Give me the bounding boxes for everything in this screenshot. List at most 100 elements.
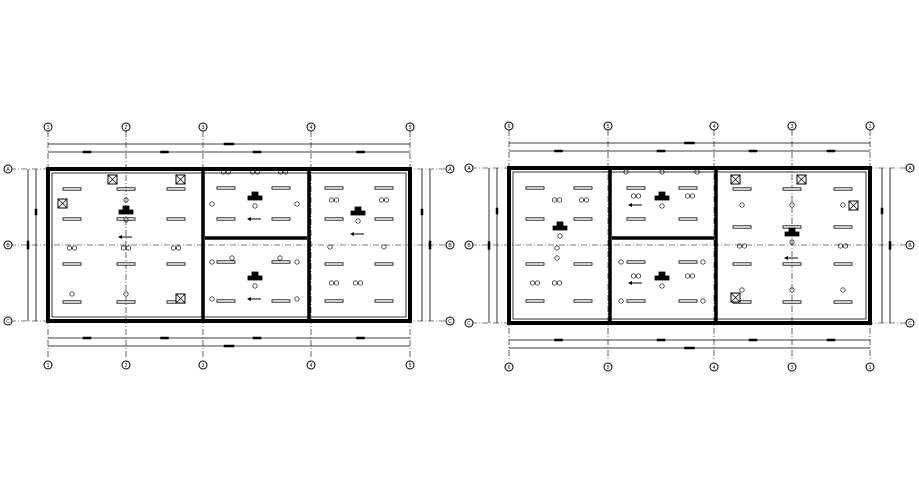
light-fixture — [833, 187, 853, 191]
dimension-marker — [160, 150, 169, 154]
socket-right — [556, 197, 563, 203]
homerun-arrow — [628, 281, 642, 285]
outlet-symbol — [618, 298, 624, 304]
grid-bubble-label: B — [448, 243, 452, 249]
socket-left — [630, 273, 637, 279]
grid-bubble-label: 5 — [409, 363, 412, 369]
light-fixture — [271, 299, 291, 303]
grid-bubble-left: C — [3, 316, 13, 326]
light-fixture — [271, 260, 291, 264]
grid-bubble-top: 3 — [787, 121, 797, 131]
grid-bubble-label: 4 — [713, 124, 716, 130]
db-circle — [252, 203, 258, 209]
db-bar — [247, 195, 263, 201]
light-fixture — [626, 260, 646, 264]
socket-left — [328, 280, 335, 286]
light-fixture — [216, 299, 236, 303]
grid-bubble-circle — [306, 122, 316, 132]
outlet-symbol — [209, 296, 215, 302]
grid-bubble-top: 6 — [504, 121, 514, 131]
exhaust-fan-symbol — [730, 174, 741, 185]
light-fixture — [732, 187, 752, 191]
grid-bubble-circle — [405, 122, 415, 132]
grid-bubble-circle — [198, 360, 208, 370]
grid-bubble-bottom: 6 — [504, 362, 514, 372]
socket-left — [352, 280, 359, 286]
dimension-marker — [495, 207, 499, 215]
light-fixture — [573, 262, 593, 266]
distribution-board — [784, 227, 800, 245]
light-fixture — [62, 262, 82, 266]
outlet-symbol — [618, 259, 624, 265]
db-head — [788, 227, 796, 233]
grid-bubble-circle — [445, 240, 455, 250]
socket-left — [277, 169, 284, 175]
double-socket-symbol — [170, 245, 182, 251]
socket-left — [170, 245, 177, 251]
dimension-marker — [554, 149, 563, 153]
light-fixture — [573, 299, 593, 303]
dimension-marker — [684, 346, 695, 350]
exhaust-fan-symbol — [175, 293, 186, 304]
light-fixture — [782, 187, 802, 191]
double-socket-symbol — [551, 280, 563, 286]
light-fixture — [525, 217, 545, 221]
outlet-symbol — [840, 287, 846, 293]
socket-left — [220, 169, 227, 175]
light-fixture — [833, 262, 853, 266]
grid-bubble-right: B — [445, 240, 455, 250]
db-circle — [123, 217, 129, 223]
grid-bubble-top: 3 — [198, 122, 208, 132]
dimension-marker — [656, 149, 666, 153]
grid-bubble-label: 2 — [125, 125, 128, 131]
grid-bubble-circle — [787, 121, 797, 131]
light-fixture — [678, 299, 698, 303]
double-socket-symbol — [630, 273, 642, 279]
grid-bubble-circle — [905, 163, 915, 173]
grid-bubble-bottom: 1 — [43, 360, 53, 370]
grid-bubble-top: 4 — [709, 121, 719, 131]
light-fixture — [374, 299, 394, 303]
db-bar — [118, 209, 134, 215]
grid-bubble-label: 6 — [508, 365, 511, 371]
socket-right — [689, 273, 696, 279]
socket-right — [71, 245, 78, 251]
exhaust-fan-cross — [107, 174, 118, 185]
light-fixture — [833, 300, 853, 304]
light-fixture — [116, 300, 136, 304]
arrow-head — [247, 217, 251, 221]
distribution-board — [654, 271, 670, 289]
light-fixture — [216, 186, 236, 190]
outlet-symbol — [381, 244, 387, 250]
grid-bubble-circle — [43, 360, 53, 370]
socket-right — [842, 243, 849, 249]
light-fixture — [626, 186, 646, 190]
socket-right — [741, 243, 748, 249]
socket-right — [556, 280, 563, 286]
grid-bubble-bottom: 4 — [709, 362, 719, 372]
outlet-symbol — [700, 298, 706, 304]
homerun-arrow — [628, 203, 642, 207]
grid-bubble-circle — [865, 362, 875, 372]
grid-bubble-label: 1 — [47, 125, 50, 131]
exhaust-fan-symbol — [107, 174, 118, 185]
grid-bubble-label: A — [448, 167, 452, 173]
double-socket-symbol — [328, 197, 340, 203]
grid-bubble-label: 4 — [713, 365, 716, 371]
arrow-head — [784, 256, 788, 260]
db-head — [556, 221, 564, 227]
outlet-symbol — [123, 291, 129, 297]
outlet-symbol — [623, 169, 629, 175]
light-fixture — [833, 225, 853, 229]
grid-bubble-bottom: 1 — [865, 362, 875, 372]
grid-bubble-label: 1 — [47, 363, 50, 369]
arrow-head — [628, 203, 632, 207]
grid-bubble-label: 1 — [869, 124, 872, 130]
light-fixture — [116, 187, 136, 191]
db-head — [122, 205, 130, 211]
light-fixture — [732, 225, 752, 229]
dimension-marker — [252, 150, 262, 154]
outlet-symbol — [554, 245, 560, 251]
socket-left — [736, 243, 743, 249]
double-socket-symbol — [220, 169, 232, 175]
